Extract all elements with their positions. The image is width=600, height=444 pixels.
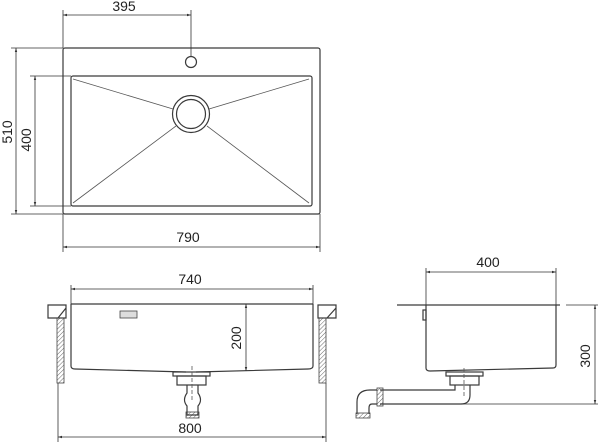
overflow-tab (422, 309, 427, 321)
dim-790: 790 (62, 214, 321, 252)
countertop-left (47, 304, 67, 319)
dim-label: 790 (176, 229, 200, 245)
bowl-outline (70, 75, 313, 207)
bowl-slope-lines (72, 78, 310, 204)
dim-label: 200 (228, 326, 244, 350)
dim-label: 400 (18, 128, 34, 152)
dim-label: 395 (112, 0, 136, 14)
bowl-profile (70, 304, 314, 373)
dim-label: 510 (0, 120, 15, 144)
wall-left (56, 317, 65, 384)
dim-740: 740 (70, 271, 314, 304)
dim-400-top: 400 (18, 75, 71, 207)
dim-label: 740 (178, 271, 202, 287)
countertop-right (317, 304, 337, 319)
drain-assembly (355, 368, 484, 419)
dim-label: 800 (178, 420, 202, 436)
dim-300: 300 (577, 305, 597, 404)
overflow-icon (119, 310, 138, 319)
drain-assembly (172, 366, 211, 419)
dim-label: 300 (577, 344, 593, 368)
drain-outer (171, 94, 211, 134)
dim-label: 400 (476, 254, 500, 270)
bowl-profile (425, 305, 557, 372)
drain-inner (175, 98, 207, 130)
wall-right (318, 317, 327, 384)
front-view: 740 200 800 (47, 271, 337, 442)
side-view: 400 300 (355, 254, 598, 419)
dim-400-side: 400 (425, 254, 557, 305)
dim-200: 200 (228, 304, 248, 371)
dim-395: 395 (62, 0, 192, 56)
sink-outline (62, 47, 321, 215)
top-view: 395 510 400 790 (0, 0, 321, 252)
dim-510: 510 (0, 47, 63, 215)
dim-800: 800 (57, 383, 327, 442)
tap-hole (184, 55, 198, 69)
